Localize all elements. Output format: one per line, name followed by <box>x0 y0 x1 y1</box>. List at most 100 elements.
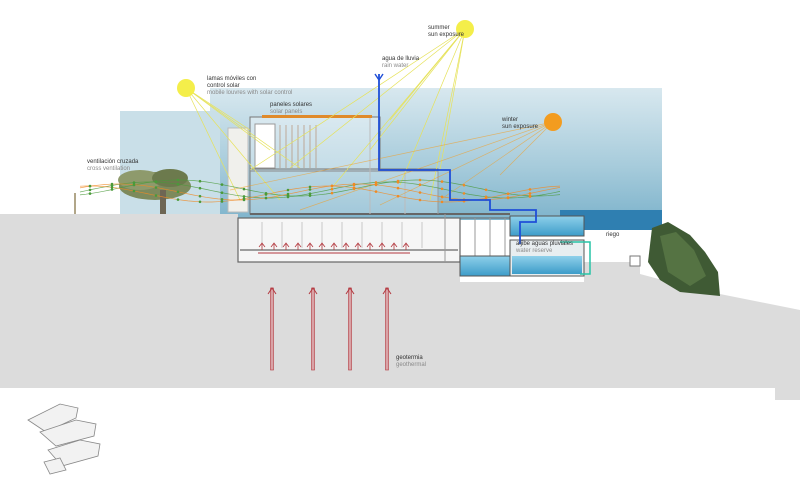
ventilation-dot <box>440 180 444 183</box>
ventilation-wave <box>79 179 561 197</box>
ventilation-dot <box>308 192 312 195</box>
floor-heat-arrow-icon <box>378 242 386 250</box>
ventilation-dot <box>242 195 246 198</box>
winter-ray <box>439 121 554 201</box>
water-reserve-label-es: aljibe aguas pluviales <box>516 241 574 247</box>
ventilation-dot <box>264 196 268 200</box>
ventilation-dot <box>198 179 202 183</box>
ventilation-dot <box>330 191 334 195</box>
louvres-label: lamas móviles con control solar mobile l… <box>207 76 292 97</box>
summer-ray <box>369 28 466 151</box>
geothermal-probe <box>311 287 315 371</box>
summer-label-line2: sun exposure <box>428 32 465 38</box>
site-plan-thumbnail <box>27 403 101 475</box>
pool-upper <box>509 215 585 237</box>
floor-heat-arrow-icon <box>282 242 290 250</box>
ventilation-dot <box>242 197 246 200</box>
ventilation-dot <box>330 184 334 188</box>
geothermal-arrow-icon <box>308 287 318 295</box>
geothermal-probe <box>348 287 352 371</box>
floor-heat-arrow-icon <box>330 242 338 250</box>
floor-heat-arrow-icon <box>390 242 398 250</box>
summer-ray <box>389 28 466 121</box>
ventilation-dot <box>418 198 422 202</box>
ventilation-dot <box>462 192 466 195</box>
geothermal-probes <box>258 242 410 371</box>
ventilation-dot <box>220 183 224 186</box>
geothermal-label: geotermia geothermal <box>396 355 426 369</box>
sea-strip <box>560 210 662 230</box>
ventilation-dot <box>374 190 378 193</box>
ventilation-dot <box>132 181 136 184</box>
ventilation-dot <box>440 195 444 199</box>
ventilation-dot <box>264 193 268 196</box>
irrigation-label-es: riego <box>606 232 620 238</box>
ventilation-dot <box>154 194 158 197</box>
summer-ray <box>439 28 466 171</box>
ventilation-dot <box>242 187 246 191</box>
geothermal-label-en: geothermal <box>396 362 427 368</box>
ventilation-dot <box>132 183 136 186</box>
floor-heat-arrow-icon <box>270 242 278 250</box>
ventilation-dot <box>220 191 224 194</box>
irrigation-pipe <box>560 241 591 275</box>
ventilation-dot <box>176 178 180 182</box>
ventilation-dot <box>286 195 290 199</box>
geothermal-probe <box>270 287 274 371</box>
summer-ray <box>185 87 271 151</box>
ventilation-dot <box>154 180 158 184</box>
ventilation-dot <box>308 194 312 197</box>
terrain <box>0 214 800 400</box>
floor-heat-arrow-icon <box>402 242 410 250</box>
water-reserve-tank <box>459 255 511 277</box>
ventilation-dot <box>198 186 202 190</box>
ventilation-dot <box>198 200 202 204</box>
ventilation-dot <box>154 186 158 189</box>
floor-heat-arrow-icon <box>318 242 326 250</box>
rain-label-en: rain water <box>382 63 409 69</box>
solar-panels-label-es: paneles solares <box>270 102 313 108</box>
ventilation-wave <box>79 181 561 199</box>
winter-label-line1: winter <box>502 117 519 123</box>
ventilation-label-es: ventilación cruzada <box>87 159 139 165</box>
ventilation-dot <box>418 191 422 194</box>
ventilation-dot <box>440 187 444 191</box>
summer-sun-icon <box>456 20 474 38</box>
retaining-step <box>629 255 641 267</box>
summer-ray <box>249 28 466 171</box>
sun-rays <box>185 28 554 211</box>
geothermal-arrow-icon <box>382 287 392 295</box>
solar-panels <box>262 115 372 118</box>
ventilation-dot <box>396 181 400 184</box>
ventilation-dot <box>176 182 180 186</box>
winter-sun-icon <box>544 113 562 131</box>
water-reserve-label: aljibe aguas pluviales water reserve <box>516 241 573 255</box>
sky-backdrop <box>210 88 662 220</box>
ventilation-dot <box>374 181 378 184</box>
summer-label-line1: summer <box>428 25 450 31</box>
winter-ray <box>229 121 554 191</box>
rain-water-pipe <box>378 74 537 244</box>
pine-tree <box>648 222 720 296</box>
louvres-label-es2: control solar <box>207 83 240 89</box>
floor-heat-arrow-icon <box>294 242 302 250</box>
ventilation-dot <box>110 182 114 186</box>
floor-heat-arrow-icon <box>354 242 362 250</box>
ventilation-dot <box>88 188 92 192</box>
ventilation-dot <box>418 183 422 186</box>
ventilation-dot <box>484 196 488 200</box>
louvres-label-en: mobile louvres with solar control <box>207 90 293 96</box>
ventilation-dot <box>220 198 224 201</box>
ventilation-dot <box>418 178 422 182</box>
winter-ray <box>379 121 554 206</box>
summer-ray <box>185 87 301 169</box>
ventilation-dot <box>110 186 114 189</box>
ventilation-dot <box>506 192 510 196</box>
winter-ray <box>299 121 554 211</box>
summer-ray <box>185 87 281 201</box>
rain-arrow-icon <box>374 73 384 82</box>
ventilation-dot <box>396 186 400 190</box>
geothermal-label-es: geotermia <box>396 355 423 361</box>
winter-ray <box>499 121 554 176</box>
ventilation-dot <box>110 188 114 191</box>
